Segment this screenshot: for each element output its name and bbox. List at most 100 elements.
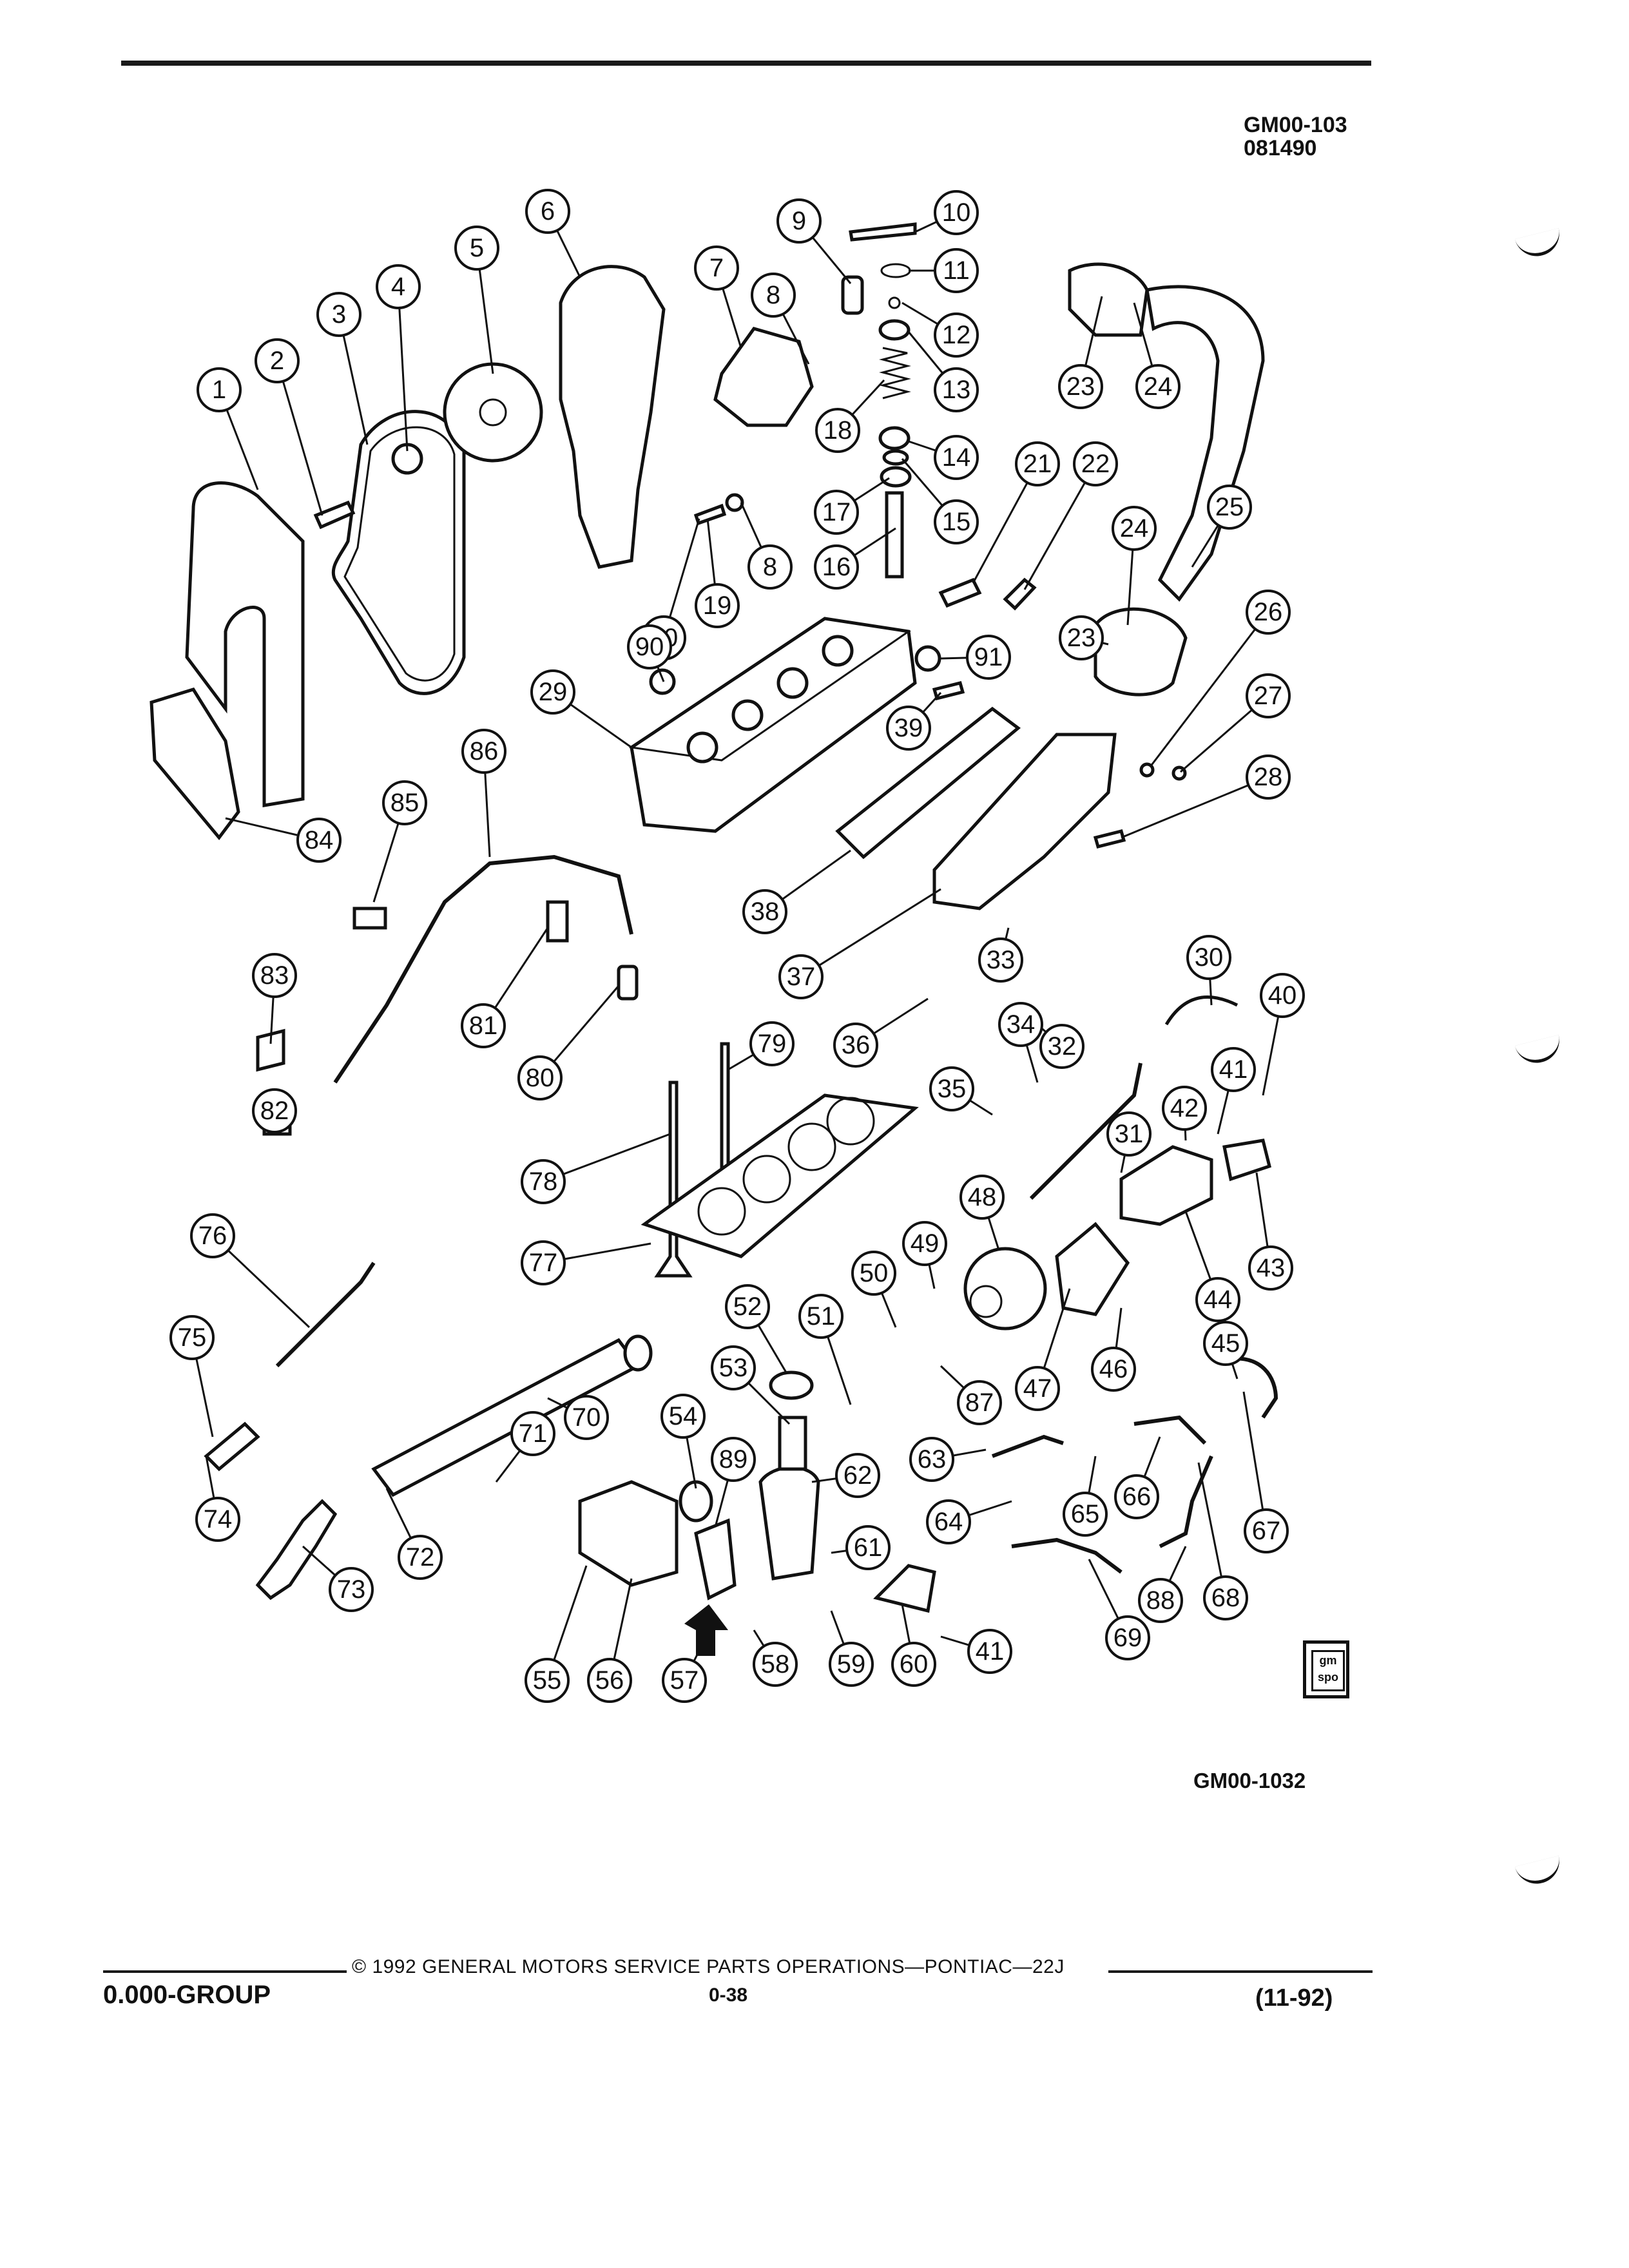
callout-circle bbox=[1015, 1366, 1060, 1411]
part-clip-10 bbox=[849, 222, 917, 242]
callout-number: 1 bbox=[212, 376, 226, 404]
callout-number: 51 bbox=[807, 1302, 836, 1331]
callout-number: 54 bbox=[669, 1402, 698, 1430]
callout-number: 60 bbox=[900, 1650, 929, 1678]
callout-circle bbox=[998, 1002, 1043, 1047]
part-camshaft-sprocket bbox=[443, 362, 543, 463]
callout-50: 50 bbox=[851, 1251, 896, 1296]
callout-circle bbox=[711, 1437, 756, 1482]
part-exhaust-gasket bbox=[835, 706, 1021, 860]
callout-leader-4 bbox=[397, 286, 409, 452]
callout-number: 36 bbox=[842, 1031, 871, 1059]
callout-15: 15 bbox=[934, 499, 979, 544]
callout-number: 35 bbox=[938, 1075, 967, 1103]
callout-52: 52 bbox=[725, 1284, 770, 1329]
part-pipe-67 bbox=[1133, 1415, 1207, 1445]
callout-number: 81 bbox=[469, 1012, 498, 1040]
callout-circle bbox=[747, 544, 793, 590]
callout-leader-2 bbox=[276, 360, 323, 516]
part-filler-54 bbox=[778, 1416, 807, 1471]
part-gasket-bore-1 bbox=[697, 1187, 746, 1236]
callout-circle bbox=[1105, 1615, 1150, 1660]
callout-number: 31 bbox=[1115, 1120, 1144, 1148]
callout-circle bbox=[934, 312, 979, 358]
callout-circle bbox=[751, 273, 796, 318]
callout-84: 84 bbox=[296, 818, 342, 863]
callout-circle bbox=[521, 1240, 566, 1285]
callout-24: 24 bbox=[1135, 364, 1181, 409]
callout-34: 34 bbox=[998, 1002, 1043, 1047]
callout-number: 90 bbox=[635, 633, 664, 661]
callout-number: 16 bbox=[822, 553, 851, 581]
callout-71: 71 bbox=[510, 1411, 555, 1456]
callout-number: 66 bbox=[1123, 1483, 1152, 1511]
callout-number: 28 bbox=[1254, 763, 1283, 791]
callout-circle bbox=[521, 1159, 566, 1204]
part-water-pump bbox=[1119, 1145, 1213, 1226]
callout-number: 37 bbox=[787, 963, 816, 991]
callout-14: 14 bbox=[934, 435, 979, 480]
callout-leader-28 bbox=[1121, 776, 1269, 839]
callout-number: 14 bbox=[942, 443, 971, 472]
part-clamp-86 bbox=[352, 907, 387, 930]
part-hose-68 bbox=[1224, 1356, 1278, 1419]
callout-63: 63 bbox=[909, 1437, 954, 1482]
callout-circle bbox=[1039, 1024, 1084, 1069]
callout-59: 59 bbox=[829, 1642, 874, 1687]
callout-46: 46 bbox=[1091, 1347, 1136, 1392]
part-turbo-inlet bbox=[969, 1285, 1003, 1318]
callout-leader-22 bbox=[1023, 463, 1097, 590]
callout-number: 8 bbox=[766, 281, 780, 309]
callout-77: 77 bbox=[521, 1240, 566, 1285]
callout-circle bbox=[461, 1003, 506, 1048]
part-pipe-70 bbox=[1011, 1537, 1123, 1574]
part-seat-15 bbox=[882, 449, 909, 466]
callout-circle bbox=[252, 953, 297, 998]
callout-circle bbox=[929, 1066, 974, 1111]
callout-40: 40 bbox=[1260, 973, 1305, 1018]
callout-circle bbox=[525, 189, 570, 234]
callout-number: 47 bbox=[1023, 1374, 1052, 1403]
callout-circle bbox=[461, 729, 506, 774]
callout-number: 83 bbox=[260, 961, 289, 990]
part-hose-lower bbox=[1094, 607, 1188, 697]
callout-number: 40 bbox=[1268, 981, 1297, 1010]
part-valve-lifter bbox=[841, 275, 864, 315]
part-timing-cover-upper bbox=[185, 481, 305, 807]
callout-57: 57 bbox=[662, 1658, 707, 1703]
part-plug-92 bbox=[914, 645, 941, 672]
callout-number: 63 bbox=[918, 1445, 947, 1474]
part-pipe-77 bbox=[275, 1262, 376, 1368]
callout-circle bbox=[1112, 506, 1157, 551]
callout-circle bbox=[376, 264, 421, 309]
part-sensor-wire-30 bbox=[1164, 995, 1239, 1026]
part-valve-79 bbox=[654, 1081, 693, 1278]
callout-68: 68 bbox=[1203, 1575, 1248, 1620]
figure-code: GM00-1032 bbox=[1193, 1769, 1306, 1792]
callout-number: 71 bbox=[519, 1419, 548, 1448]
callout-5: 5 bbox=[454, 226, 499, 271]
callout-28: 28 bbox=[1246, 754, 1291, 800]
callout-circle bbox=[814, 490, 859, 535]
callout-circle bbox=[255, 338, 300, 383]
callout-74: 74 bbox=[195, 1497, 240, 1542]
callout-4: 4 bbox=[376, 264, 421, 309]
part-pipe-64 bbox=[991, 1434, 1064, 1458]
footer-copyright: © 1992 GENERAL MOTORS SERVICE PARTS OPER… bbox=[352, 1956, 1065, 1977]
part-outlet-44 bbox=[1222, 1139, 1271, 1182]
callout-number: 50 bbox=[860, 1259, 889, 1287]
part-direction-arrow bbox=[684, 1604, 728, 1656]
callout-circle bbox=[959, 1175, 1005, 1220]
top-rule bbox=[121, 61, 1371, 66]
callout-79: 79 bbox=[749, 1021, 795, 1066]
callout-circle bbox=[1135, 364, 1181, 409]
callout-number: 46 bbox=[1099, 1355, 1128, 1383]
callout-number: 8 bbox=[763, 553, 777, 581]
part-fitting-81 bbox=[617, 965, 639, 1001]
callout-70: 70 bbox=[564, 1395, 609, 1440]
callout-number: 7 bbox=[709, 254, 724, 282]
callout-number: 21 bbox=[1023, 450, 1052, 478]
callout-number: 73 bbox=[337, 1575, 366, 1604]
callout-80: 80 bbox=[517, 1055, 563, 1100]
